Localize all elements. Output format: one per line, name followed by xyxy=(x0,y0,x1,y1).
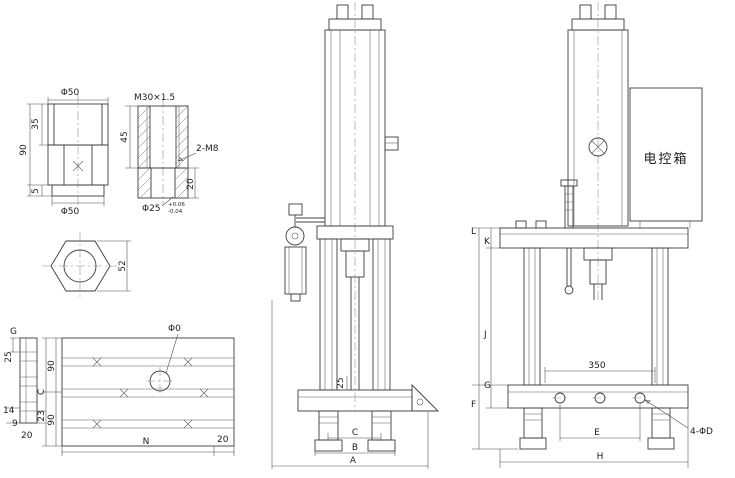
dim-label-front-a: A xyxy=(350,456,357,466)
dim-label-bushing-dia-bottom: Φ50 xyxy=(61,207,80,217)
dim-label-strip-9: 9 xyxy=(12,419,18,429)
callout-label-holes: 4-ΦD xyxy=(690,427,713,437)
dim-label-strip-20: 20 xyxy=(21,431,33,441)
dim-label-thread-45: 45 xyxy=(120,131,130,142)
side-view: 电控箱 350 xyxy=(471,2,713,468)
dim-label-strip-23: 23 xyxy=(37,410,47,421)
dim-label-plate-90-bottom: 90 xyxy=(47,414,57,426)
dim-label-front-25: 25 xyxy=(336,377,346,388)
dim-label-plate-90-top: 90 xyxy=(47,360,57,372)
dim-label-bushing-35: 35 xyxy=(31,118,41,129)
detail-bushing-section: Φ50 Φ50 90 35 5 xyxy=(19,88,109,217)
detail-strip-section: G 25 14 9 20 23 xyxy=(3,327,47,441)
dim-label-thread-20: 20 xyxy=(186,178,196,190)
dim-label-side-l: L xyxy=(471,227,476,237)
dim-label-side-j: J xyxy=(483,330,487,340)
dim-label-plate-20: 20 xyxy=(217,435,229,445)
dim-label-side-g: G xyxy=(484,381,491,391)
dim-label-bushing-5: 5 xyxy=(31,188,41,194)
callout-label-2-m8: 2-M8 xyxy=(196,144,219,154)
dim-label-hex-52: 52 xyxy=(118,260,128,271)
dim-label-side-f: F xyxy=(471,400,476,410)
dim-label-strip-25: 25 xyxy=(4,351,14,362)
dim-label-side-e: E xyxy=(594,428,600,438)
dim-label-strip-g: G xyxy=(10,327,17,337)
callout-label-plate-hole: Φ0 xyxy=(168,324,181,334)
dim-label-bore: Φ25 xyxy=(142,204,161,214)
dim-label-thread-spec: M30×1.5 xyxy=(134,93,175,103)
front-view: 25 C B A xyxy=(271,2,440,469)
control-box-label: 电控箱 xyxy=(643,151,688,167)
dim-label-side-h: H xyxy=(597,452,604,462)
dim-label-front-c: C xyxy=(352,428,358,438)
dim-label-side-350: 350 xyxy=(588,361,605,371)
dim-label-side-k: K xyxy=(484,237,491,247)
detail-hex-view: 52 xyxy=(42,232,131,300)
dim-label-bushing-90: 90 xyxy=(19,144,29,156)
dim-label-front-b: B xyxy=(352,443,358,453)
dim-label-bore-tol-minus: -0.04 xyxy=(168,209,183,215)
detail-thread-section: M30×1.5 45 20 2-M8 Φ25 +0.06 -0.04 xyxy=(120,93,219,215)
detail-plate-view: Φ0 90 90 C N 20 xyxy=(37,324,235,456)
dim-label-strip-14: 14 xyxy=(3,406,15,416)
dim-label-plate-n: N xyxy=(143,437,150,447)
dim-label-bushing-dia-top: Φ50 xyxy=(61,88,80,98)
dim-label-plate-c: C xyxy=(37,389,47,395)
dim-label-bore-tol-plus: +0.06 xyxy=(168,202,185,208)
